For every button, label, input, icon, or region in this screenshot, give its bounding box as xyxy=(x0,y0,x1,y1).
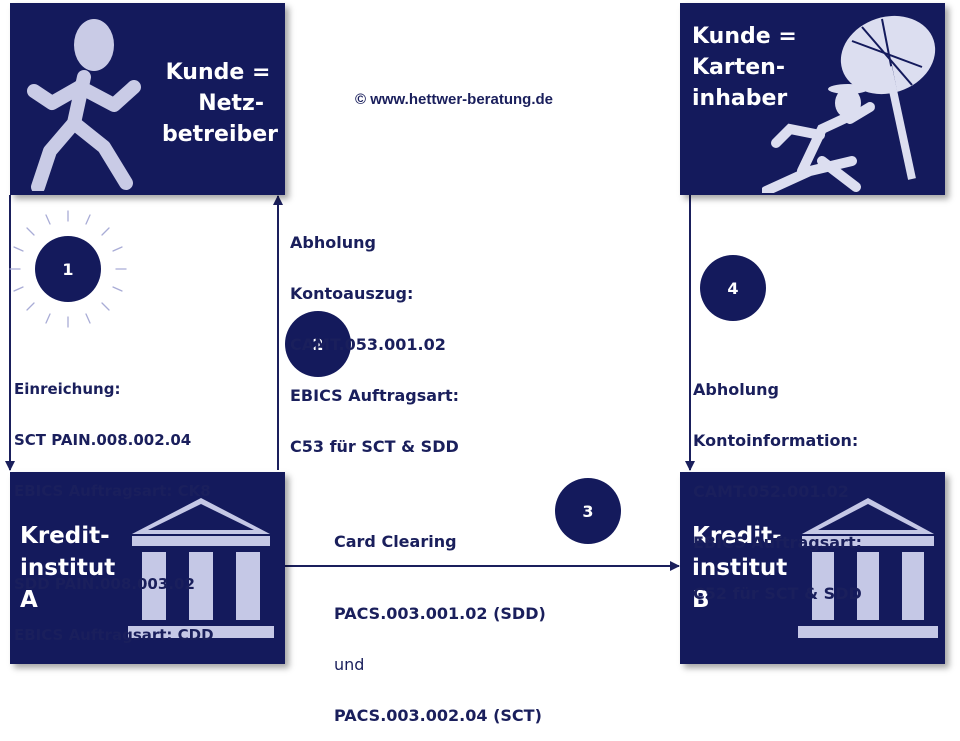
karteninhaber-line-2: Karten- xyxy=(692,55,785,80)
karteninhaber-line-3: inhaber xyxy=(692,86,788,111)
statement-line-1: Abholung xyxy=(290,233,376,252)
cardholder-box: Kunde = Karten- inhaber xyxy=(680,3,945,195)
step-3-badge: 3 xyxy=(555,478,621,544)
submission-info: Einreichung: SCT PAIN.008.002.04 EBICS A… xyxy=(14,347,214,661)
bank-a-line-3: A xyxy=(20,587,38,613)
card-clearing-messages: PACS.003.001.02 (SDD) und PACS.003.002.0… xyxy=(334,571,546,741)
statement-line-4: EBICS Auftragsart: xyxy=(290,386,459,405)
bank-a-line-2: institut xyxy=(20,555,116,581)
submission-line-2: SCT PAIN.008.002.04 xyxy=(14,431,192,449)
submission-line-1: Einreichung: xyxy=(14,380,121,398)
running-person-icon xyxy=(27,19,141,191)
bank-b-box: Kredit- institut B xyxy=(680,472,945,664)
bank-a-box: Kredit- institut A xyxy=(10,472,285,664)
bank-b-label: Kredit- institut B xyxy=(692,520,787,616)
step-4-badge: 4 xyxy=(700,255,766,321)
bank-a-label: Kredit- institut A xyxy=(20,520,115,616)
netzbetreiber-line-2: Netz- xyxy=(198,91,264,116)
statement-line-2: Kontoauszug: xyxy=(290,284,414,303)
merchant-network-operator-box: Kunde = Netz- betreiber xyxy=(10,3,285,195)
statement-pickup-info: Abholung Kontoauszug: CAMT.053.001.02 EB… xyxy=(290,200,459,472)
clearing-connector: und xyxy=(334,655,365,674)
submission-line-6: EBICS Auftragsart: CDD xyxy=(14,626,214,644)
card-clearing-title: Card Clearing xyxy=(334,532,457,551)
sun-rays-icon xyxy=(9,210,127,328)
account-info-line-4: EBICS Auftragsart: xyxy=(693,533,862,552)
account-info-line-2: Kontoinformation: xyxy=(693,431,859,450)
statement-line-5: C53 für SCT & SDD xyxy=(290,437,459,456)
bank-b-line-3: B xyxy=(692,587,710,613)
netzbetreiber-line-1: Kunde = xyxy=(165,60,271,85)
bank-a-line-1: Kredit- xyxy=(20,523,110,549)
beach-chair-umbrella-icon xyxy=(762,15,936,193)
step-1-badge: 1 xyxy=(35,236,101,302)
bank-building-icon xyxy=(798,498,938,638)
submission-spacer xyxy=(14,534,214,542)
clearing-sdd-line: PACS.003.001.02 (SDD) xyxy=(334,604,546,623)
bank-b-line-1: Kredit- xyxy=(692,523,782,549)
bank-building-icon xyxy=(128,498,274,638)
account-info-pickup-info: Abholung Kontoinformation: CAMT.052.001.… xyxy=(693,347,862,619)
account-info-line-5: C52 für SCT & SDD xyxy=(693,584,862,603)
netzbetreiber-line-3: betreiber xyxy=(161,122,278,147)
flow-arrows xyxy=(5,195,695,571)
submission-line-5: SDD PAIN.008.003.02 xyxy=(14,575,195,593)
step-2-badge: 2 xyxy=(285,311,351,377)
netzbetreiber-label: Kunde = Netz- betreiber xyxy=(158,57,278,150)
account-info-line-1: Abholung xyxy=(693,380,779,399)
clearing-sct-line: PACS.003.002.04 (SCT) xyxy=(334,706,542,725)
submission-line-3: EBICS Auftragsart: CK8 xyxy=(14,482,211,500)
bank-b-line-2: institut xyxy=(692,555,788,581)
karteninhaber-line-1: Kunde = xyxy=(692,24,797,49)
statement-line-3: CAMT.053.001.02 xyxy=(290,335,446,354)
copyright-text: © www.hettwer-beratung.de xyxy=(355,91,554,108)
account-info-line-3: CAMT.052.001.02 xyxy=(693,482,849,501)
karteninhaber-label: Kunde = Karten- inhaber xyxy=(692,21,832,114)
